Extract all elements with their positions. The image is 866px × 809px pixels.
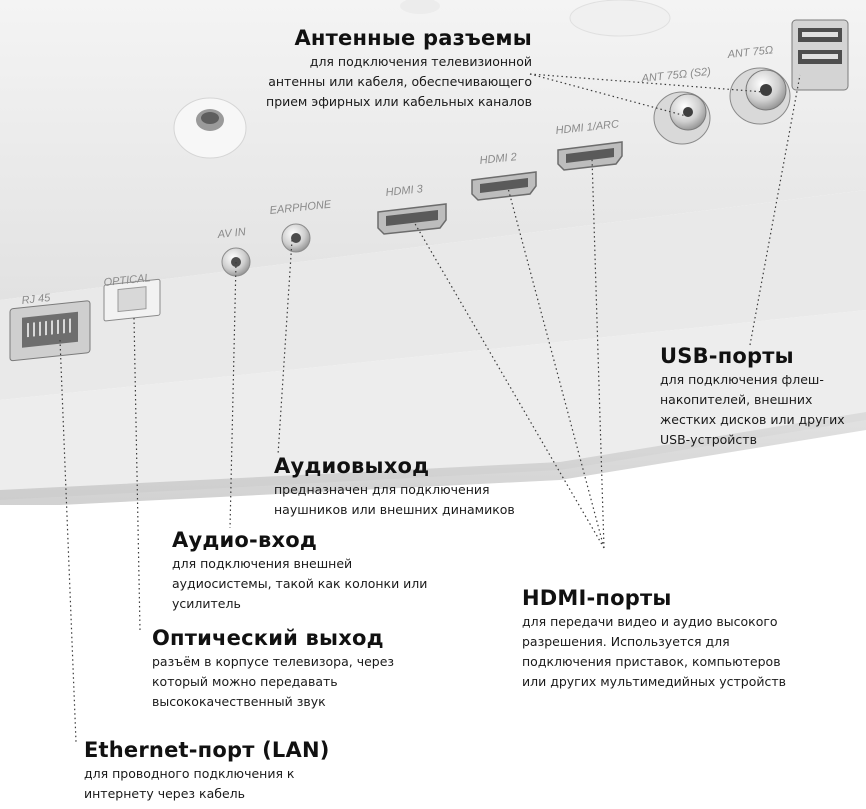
callout-usb: USB-порты для подключения флеш- накопите… (660, 342, 860, 450)
hdmi2-port (471, 171, 537, 201)
hdmi3-port (377, 203, 447, 235)
callout-antenna-line-3: прием эфирных или кабельных каналов (266, 94, 532, 109)
earphone-jack (281, 223, 311, 253)
antenna-s2-connector (653, 91, 711, 145)
callout-usb-line-4: USB-устройств (660, 432, 757, 447)
leader-usb (749, 74, 801, 346)
port-label-av-in: AV IN (216, 226, 246, 241)
callout-optical-line-3: высококачественный звук (152, 694, 326, 709)
port-label-ant: ANT 75Ω (726, 44, 774, 61)
port-label-rj45: RJ 45 (21, 292, 52, 307)
callout-optical-line-2: который можно передавать (152, 674, 338, 689)
callout-audio-out-line-2: наушников или внешних динамиков (274, 502, 515, 517)
callout-antenna: Антенные разъемы для подключения телевиз… (262, 24, 532, 112)
antenna-connector (729, 67, 791, 125)
tv-bottom-edge (0, 412, 866, 508)
tv-body-top (0, 0, 866, 300)
callout-usb-title: USB-порты (660, 344, 794, 368)
callout-optical: Оптический выход разъём в корпусе телеви… (152, 624, 452, 712)
callout-audio-in-line-3: усилитель (172, 596, 241, 611)
rj45-port (9, 300, 91, 362)
callout-audio-in-title: Аудио-вход (172, 528, 317, 552)
port-label-optical: OPTICAL (103, 272, 151, 289)
hdmi1-arc-port (557, 141, 623, 171)
callout-audio-in: Аудио-вход для подключения внешней аудио… (172, 526, 472, 614)
callout-hdmi-line-4: или других мультимедийных устройств (522, 674, 787, 689)
callout-usb-line-1: для подключения флеш- (660, 372, 824, 387)
port-label-hdmi3: HDMI 3 (385, 183, 424, 199)
callout-audio-in-line-1: для подключения внешней (172, 556, 353, 571)
callout-antenna-title: Антенные разъемы (294, 26, 532, 50)
port-label-hdmi2: HDMI 2 (479, 151, 517, 167)
callout-audio-in-line-2: аудиосистемы, такой как колонки или (172, 576, 428, 591)
leader-hdmi1 (591, 157, 605, 549)
callout-audio-out-title: Аудиовыход (274, 454, 430, 478)
callout-antenna-line-2: антенны или кабеля, обеспечивающего (268, 74, 532, 89)
callout-optical-title: Оптический выход (152, 626, 384, 650)
callout-hdmi-title: HDMI-порты (522, 586, 672, 610)
callout-hdmi-line-2: разрешения. Используется для (522, 634, 730, 649)
tv-port-strip (0, 190, 866, 400)
callout-hdmi-line-1: для передачи видео и аудио высокого (522, 614, 778, 629)
callout-ethernet-title: Ethernet-порт (LAN) (84, 738, 330, 762)
leader-antenna (529, 73, 765, 93)
callout-ethernet-line-1: для проводного подключения к (84, 766, 295, 781)
callout-audio-out-line-1: предназначен для подключения (274, 482, 490, 497)
usb-ports (791, 19, 849, 91)
leader-lines (59, 73, 801, 743)
callout-hdmi: HDMI-порты для передачи видео и аудио вы… (522, 584, 822, 692)
callout-audio-out: Аудиовыход предназначен для подключения … (274, 452, 554, 520)
optical-port (103, 278, 161, 322)
callout-ethernet-line-2: интернету через кабель (84, 786, 246, 801)
callout-usb-line-2: накопителей, внешних (660, 392, 813, 407)
callout-optical-line-1: разъём в корпусе телевизора, через (152, 654, 395, 669)
callout-usb-line-3: жестких дисков или других (660, 412, 845, 427)
callout-antenna-line-1: для подключения телевизионной (309, 54, 532, 69)
callout-ethernet: Ethernet-порт (LAN) для проводного подкл… (84, 736, 384, 804)
leader-audio-in (229, 261, 237, 529)
callout-hdmi-line-3: подключения приставок, компьютеров (522, 654, 781, 669)
